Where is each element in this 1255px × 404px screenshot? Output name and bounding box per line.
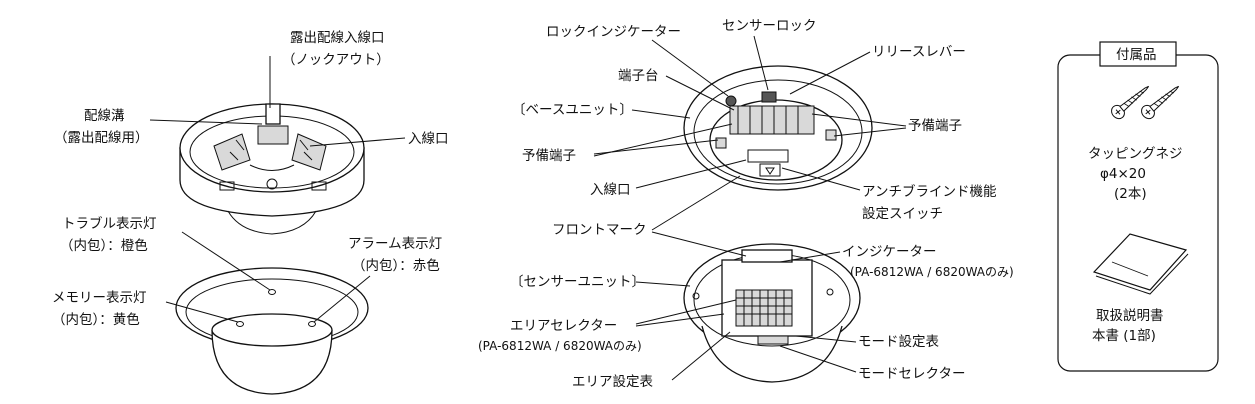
- manual-line2: 本書 (1部): [1092, 328, 1156, 344]
- leader-spare-terminal-right-2: [833, 127, 907, 137]
- leader-release-lever: [789, 51, 871, 95]
- leader-mode-table: [795, 335, 857, 343]
- label-indicator: インジケーター: [842, 244, 937, 260]
- base-unit-illustration-left: [179, 103, 365, 235]
- label-terminal-block: 端子台: [618, 68, 659, 84]
- label-area-selector: エリアセレクター: [510, 318, 617, 334]
- label-release-lever: リリースレバー: [872, 44, 966, 60]
- label-indicator-models: (PA-6812WA / 6820WAのみ): [850, 265, 1014, 279]
- sensor-unit-illustration-left: [175, 267, 369, 395]
- screw-name: タッピングネジ: [1088, 146, 1183, 162]
- sensor-unit-illustration-middle: [683, 243, 861, 383]
- leader-anti-blind: [781, 167, 861, 191]
- label-lock-indicator: ロックインジケーター: [546, 24, 681, 40]
- screw-size: φ4×20: [1100, 166, 1146, 182]
- label-memory-lamp-color: （内包）：黄色: [52, 311, 140, 328]
- label-memory-lamp: メモリー表示灯: [52, 290, 147, 306]
- label-sensor-unit: 〔センサーユニット〕: [510, 274, 645, 290]
- label-spare-terminal-left: 予備端子: [522, 148, 576, 164]
- label-alarm-lamp-color: （内包）：赤色: [352, 257, 440, 274]
- label-area-table: エリア設定表: [572, 374, 653, 390]
- label-anti-blind-line2: 設定スイッチ: [862, 206, 943, 222]
- leader-terminal-block: [665, 75, 735, 111]
- leader-front-mark-2: [651, 231, 747, 257]
- screw-icon: [1111, 85, 1180, 120]
- label-wiring-groove: 配線溝: [84, 108, 125, 124]
- label-area-selector-models: (PA-6812WA / 6820WAのみ): [478, 339, 642, 353]
- label-for-exposed-wiring: （露出配線用）: [54, 130, 149, 146]
- leader-spare-terminal-right-1: [811, 113, 907, 127]
- label-trouble-lamp-color: （内包）：橙色: [60, 237, 148, 254]
- label-trouble-lamp: トラブル表示灯: [62, 215, 157, 232]
- leader-inlet-left: [309, 137, 406, 147]
- leader-indicator: [779, 251, 841, 263]
- label-front-mark: フロントマーク: [552, 222, 647, 238]
- label-anti-blind-line1: アンチブラインド機能: [862, 183, 996, 200]
- screw-quantity: (2本): [1114, 186, 1147, 202]
- leader-inlet-middle: [635, 159, 747, 189]
- accessories-panel: 付属品 タッピングネジ φ4×20 (2本) 取扱説明書: [1057, 41, 1219, 372]
- leader-lock-indicator: [651, 39, 729, 97]
- leader-area-selector-1: [635, 299, 737, 325]
- leader-area-selector-2: [635, 313, 725, 327]
- base-unit-illustration-middle: [683, 65, 873, 191]
- leader-alarm-lamp: [313, 275, 371, 323]
- label-knockout: （ノックアウト）: [282, 52, 390, 68]
- label-inlet-left: 入線口: [408, 131, 449, 147]
- label-alarm-lamp: アラーム表示灯: [348, 236, 442, 252]
- leader-mode-selector: [779, 345, 857, 373]
- label-spare-terminal-right: 予備端子: [908, 118, 962, 134]
- manual-icon: [1092, 233, 1189, 295]
- label-sensor-lock: センサーロック: [722, 18, 817, 34]
- label-mode-selector: モードセレクター: [858, 366, 965, 382]
- leader-base-unit: [631, 109, 691, 119]
- leader-sensor-unit: [635, 281, 691, 287]
- label-base-unit: 〔ベースユニット〕: [512, 102, 633, 118]
- leader-trouble-lamp: [181, 231, 271, 291]
- leader-wiring-groove: [149, 119, 263, 125]
- leader-memory-lamp: [165, 301, 239, 323]
- label-mode-table: モード設定表: [858, 334, 939, 350]
- leader-spare-terminal-left-2: [593, 123, 733, 157]
- accessories-title: 付属品: [1116, 47, 1157, 63]
- manual-line1: 取扱説明書: [1096, 308, 1164, 324]
- leader-area-table: [671, 331, 731, 381]
- label-exposed-wiring-inlet: 露出配線入線口: [290, 30, 385, 46]
- leader-front-mark-1: [651, 175, 741, 231]
- label-inlet-middle: 入線口: [590, 182, 631, 198]
- leader-sensor-lock: [753, 35, 769, 91]
